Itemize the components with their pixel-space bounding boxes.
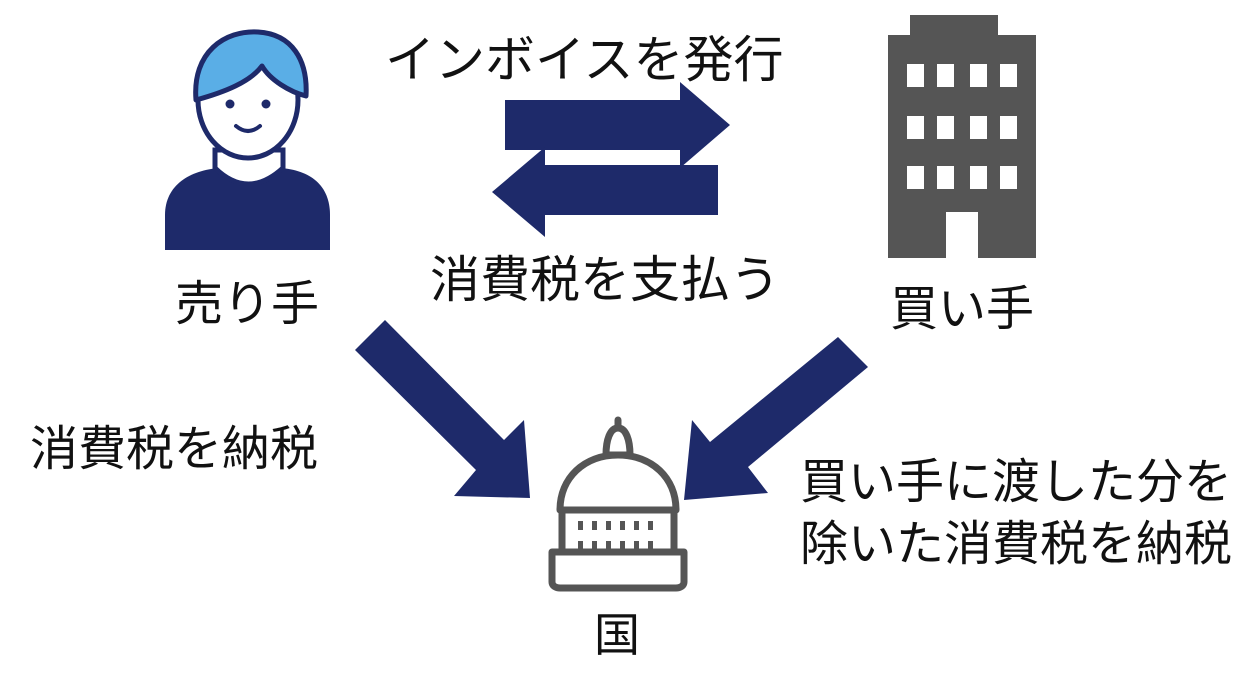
tax-payment-label: 消費税を支払う xyxy=(430,251,780,309)
office-building-icon xyxy=(888,15,1036,258)
buyer-to-country-arrow xyxy=(684,337,868,500)
buyer-to-country-label-line2: 除いた消費税を納税 xyxy=(800,516,1233,572)
buyer-label: 買い手 xyxy=(890,281,1035,337)
seller-to-country-label: 消費税を納税 xyxy=(30,421,319,477)
seller-label: 売り手 xyxy=(175,276,320,332)
person-icon xyxy=(165,29,330,250)
country-label: 国 xyxy=(594,608,640,662)
tax-payment-arrow xyxy=(492,147,718,237)
buyer-to-country-label-line1: 買い手に渡した分を xyxy=(800,454,1233,510)
capitol-building-icon xyxy=(548,416,688,592)
invoice-arrow xyxy=(505,82,730,168)
invoice-label: インボイスを発行 xyxy=(385,31,784,89)
seller-to-country-arrow xyxy=(355,320,530,498)
